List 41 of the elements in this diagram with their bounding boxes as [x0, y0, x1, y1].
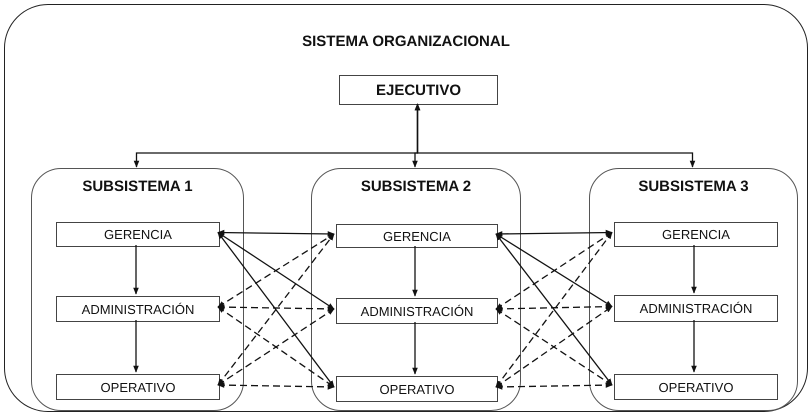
- box-label: GERENCIA: [662, 227, 730, 242]
- level-box: [56, 222, 220, 247]
- subsystem-container: [589, 168, 798, 411]
- arrow: [133, 245, 139, 295]
- executive-box: [339, 75, 498, 105]
- arrow: [133, 320, 139, 373]
- system-title: SISTEMA ORGANIZACIONAL: [301, 33, 511, 50]
- box-label: GERENCIA: [383, 228, 451, 244]
- subsystem-title: SUBSISTEMA 3: [637, 178, 750, 195]
- level-box: [56, 374, 220, 400]
- arrow: [217, 382, 335, 390]
- arrow: [691, 320, 697, 373]
- level-box: [336, 224, 498, 248]
- box-label: ADMINISTRACIÓN: [640, 301, 752, 316]
- level-box: [614, 295, 778, 322]
- arrow: [217, 230, 335, 237]
- arrow: [217, 304, 335, 312]
- level-box: [336, 376, 498, 402]
- arrow: [412, 322, 418, 375]
- box-label: ADMINISTRACIÓN: [82, 302, 194, 316]
- subsystem-container: [31, 168, 244, 411]
- level-box: [336, 298, 498, 324]
- subsystem-container: [311, 168, 521, 411]
- box-label: OPERATIVO: [100, 380, 176, 394]
- box-label: OPERATIVO: [380, 382, 454, 396]
- box-label: ADMINISTRACIÓN: [360, 304, 474, 318]
- level-box: [614, 222, 778, 247]
- box-label: GERENCIA: [104, 227, 172, 242]
- level-box: [56, 296, 220, 322]
- level-box: [614, 374, 778, 400]
- arrow: [495, 230, 613, 237]
- arrow: [495, 382, 613, 390]
- system-container: [4, 4, 808, 412]
- arrow: [412, 246, 418, 297]
- box-label: EJECUTIVO: [376, 82, 462, 98]
- arrow: [691, 245, 697, 294]
- box-label: OPERATIVO: [658, 380, 734, 394]
- subsystem-title: SUBSISTEMA 2: [360, 178, 472, 195]
- arrow: [414, 103, 696, 168]
- arrow: [495, 304, 613, 312]
- subsystem-title: SUBSISTEMA 1: [81, 178, 194, 195]
